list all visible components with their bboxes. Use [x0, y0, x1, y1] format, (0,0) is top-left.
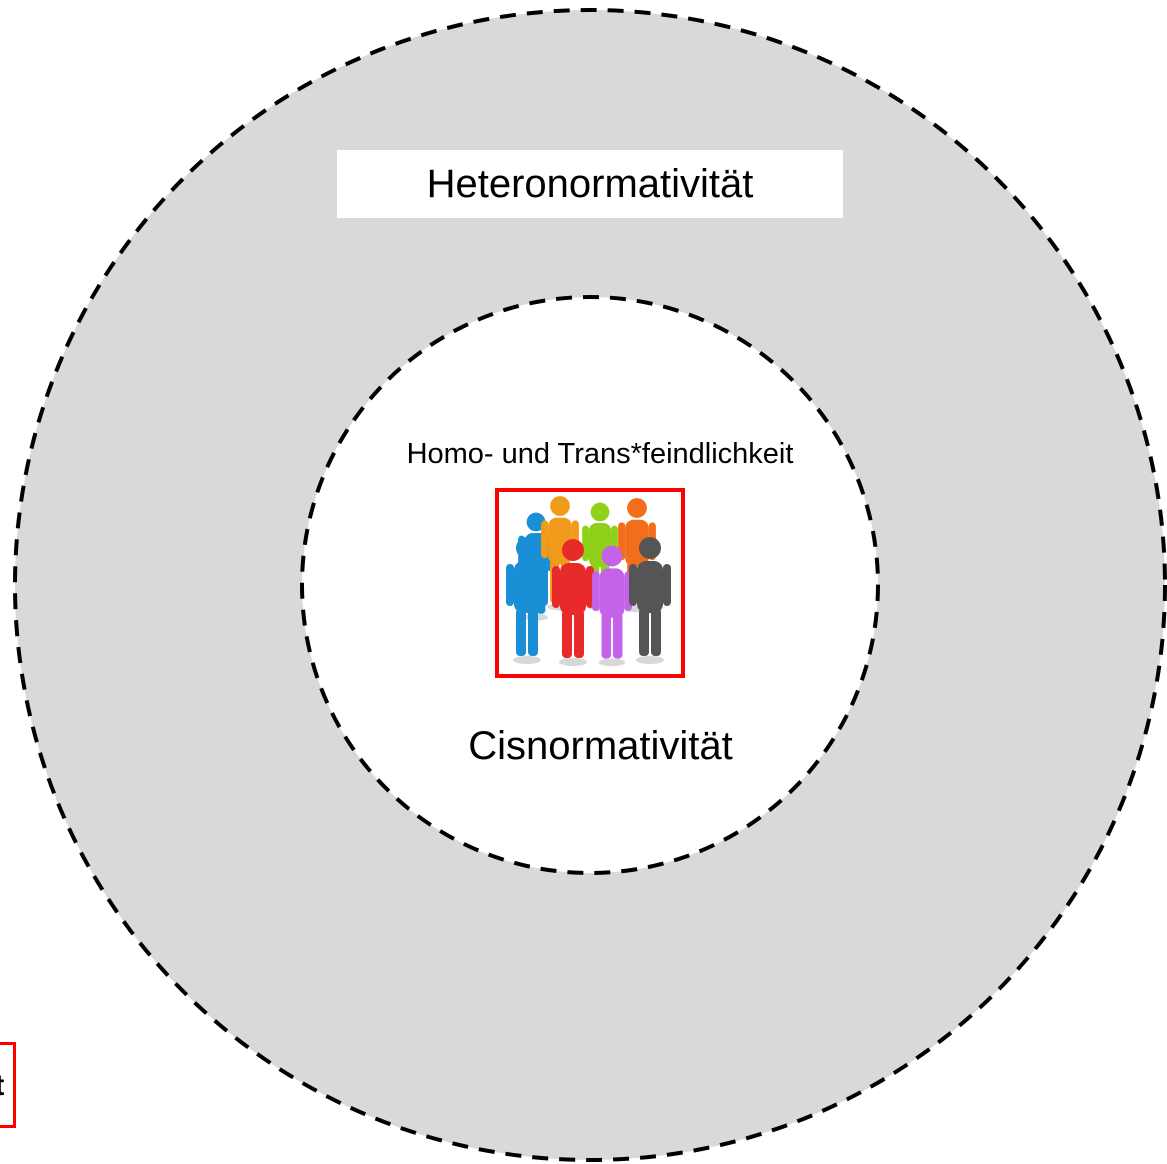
group-of-people-icon [495, 488, 685, 678]
cut-off-text: it [0, 1069, 4, 1103]
person-figure [592, 545, 632, 667]
person-figure [629, 537, 671, 664]
homo-trans-hostility-label: Homo- und Trans*feindlichkeit [406, 437, 794, 470]
person-figure [552, 539, 594, 666]
cut-off-text-box: it [0, 1042, 16, 1128]
cisnormativity-label: Cisnormativität [424, 709, 777, 783]
heteronormativity-label: Heteronormativität [337, 150, 843, 218]
person-figure [506, 537, 548, 664]
people-figures [506, 496, 671, 667]
